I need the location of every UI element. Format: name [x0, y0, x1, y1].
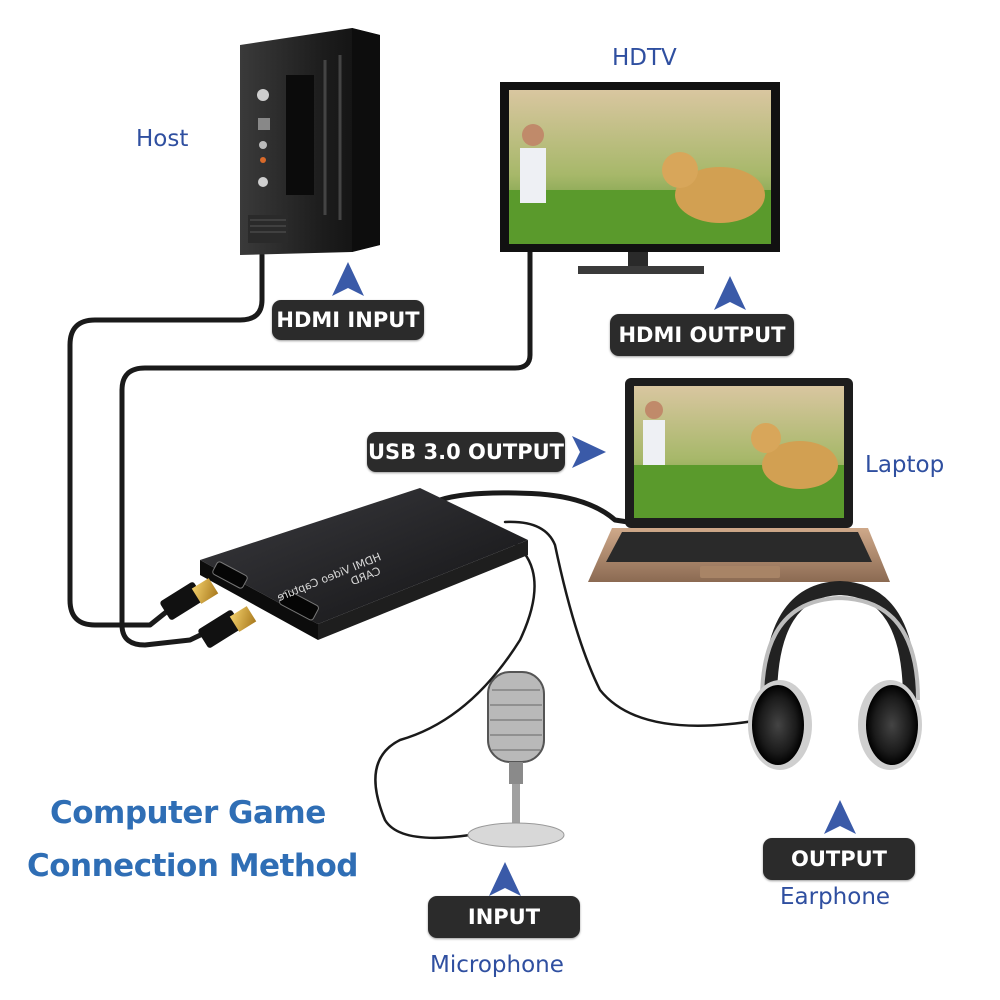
cables — [67, 249, 762, 840]
arrow-up-icon — [714, 276, 746, 310]
tag-hdmi-input: HDMI INPUT — [272, 300, 424, 340]
title-line-2: Connection Method — [27, 848, 358, 884]
hdtv-cable — [119, 249, 533, 648]
label-earphone: Earphone — [780, 884, 891, 910]
arrow-up-icon — [332, 262, 364, 296]
arrow-up-icon — [489, 862, 521, 896]
arrow-right-icon — [572, 436, 606, 468]
usb-cable — [437, 490, 631, 525]
tag-input: INPUT — [428, 896, 580, 938]
laptop — [588, 378, 890, 582]
earphone-cable — [503, 520, 762, 727]
hdmi-connector-input — [160, 578, 219, 620]
label-microphone: Microphone — [430, 952, 564, 978]
hdtv — [500, 82, 780, 274]
microphone — [467, 671, 565, 848]
host-tower — [240, 28, 380, 255]
headphones — [748, 580, 922, 770]
tag-hdmi-output: HDMI OUTPUT — [610, 314, 794, 356]
label-host: Host — [136, 126, 189, 152]
label-laptop: Laptop — [865, 452, 945, 478]
capture-card: HDMI Video Capture CARD — [200, 488, 528, 640]
hdmi-connector-output — [198, 606, 257, 648]
microphone-cable — [374, 528, 536, 840]
arrows — [332, 262, 856, 896]
label-hdtv: HDTV — [612, 45, 677, 71]
title-line-1: Computer Game — [50, 795, 326, 831]
tag-output: OUTPUT — [763, 838, 915, 880]
host-cable — [67, 252, 265, 628]
tag-usb-output: USB 3.0 OUTPUT — [367, 432, 565, 472]
arrow-up-icon — [824, 800, 856, 834]
